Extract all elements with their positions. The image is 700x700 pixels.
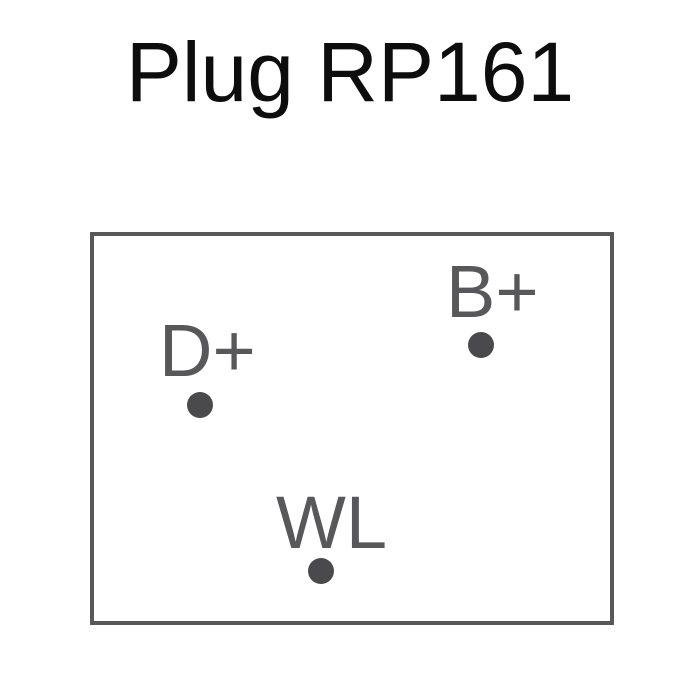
plug-outline	[90, 232, 614, 625]
pin-dot-b-plus	[468, 332, 494, 358]
pin-dot-d-plus	[187, 392, 213, 418]
pin-label-b-plus: B+	[446, 250, 539, 333]
pin-dot-wl	[308, 558, 334, 584]
diagram-title: Plug RP161	[125, 25, 575, 119]
pin-label-wl: WL	[276, 481, 387, 564]
pin-label-d-plus: D+	[159, 309, 256, 392]
